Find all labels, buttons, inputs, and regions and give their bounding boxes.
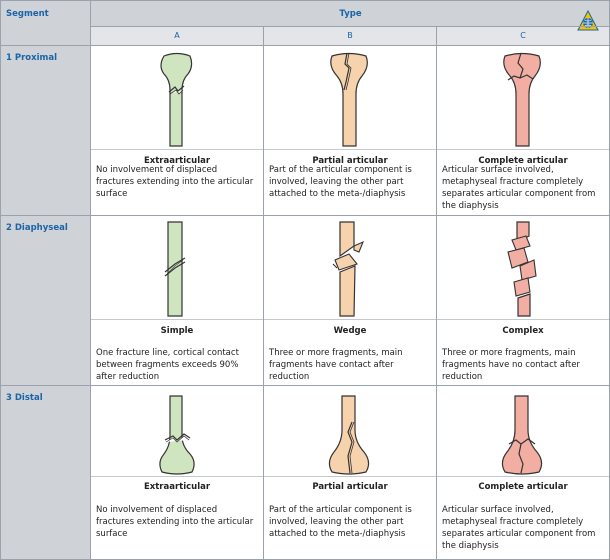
segment-label-distal: 3 Distal — [6, 393, 43, 403]
bone-diaphyseal-wedge — [332, 221, 365, 317]
cell-desc-diaphyseal-c: Three or more fragments, main fragments … — [442, 348, 580, 382]
bone-diaphyseal-simple — [164, 221, 186, 317]
cell-desc-distal-b: Part of the articular component is invol… — [269, 505, 412, 539]
bone-distal-partial-articular — [328, 395, 370, 475]
cell-desc-distal-c: Articular surface involved, metaphyseal … — [442, 505, 596, 551]
segment-label-diaphyseal: 2 Diaphyseal — [6, 223, 68, 233]
bone-proximal-extraarticular — [160, 52, 193, 147]
cell-desc-proximal-c: Articular surface involved, metaphyseal … — [442, 165, 596, 211]
ao-triangle-globe-icon — [577, 10, 599, 31]
segment-label-proximal: 1 Proximal — [6, 53, 58, 63]
segment-header-label: Segment — [6, 9, 49, 19]
cell-title-proximal-a: Extraarticular — [143, 156, 211, 166]
cell-desc-diaphyseal-a: One fracture line, cortical contact betw… — [96, 348, 239, 382]
bone-proximal-complete-articular — [503, 52, 541, 147]
column-label-b: B — [347, 31, 353, 40]
bone-diaphyseal-complex — [507, 221, 537, 317]
column-label-a: A — [174, 31, 180, 40]
segment-cell-diaphyseal — [0, 216, 90, 385]
cell-title-proximal-b: Partial articular — [312, 156, 388, 166]
cell-title-diaphyseal-c: Complex — [502, 326, 544, 336]
cell-title-distal-a: Extraarticular — [143, 482, 211, 492]
bone-proximal-partial-articular — [330, 52, 368, 147]
type-columns-header — [91, 27, 610, 45]
cell-title-diaphyseal-b: Wedge — [333, 326, 367, 336]
cell-title-distal-c: Complete articular — [478, 482, 568, 492]
cell-desc-distal-a: No involvement of displaced fractures ex… — [96, 505, 254, 539]
type-header-label: Type — [339, 9, 362, 19]
cell-title-distal-b: Partial articular — [312, 482, 388, 492]
cell-desc-proximal-b: Part of the articular component is invol… — [269, 165, 412, 199]
cell-title-proximal-c: Complete articular — [478, 156, 568, 166]
bone-distal-extraarticular — [159, 395, 195, 475]
cell-desc-diaphyseal-b: Three or more fragments, main fragments … — [269, 348, 403, 382]
segment-cell-distal — [0, 386, 90, 560]
bone-distal-complete-articular — [501, 395, 543, 475]
segment-header-cell — [0, 0, 90, 45]
column-label-c: C — [520, 31, 526, 40]
cell-title-diaphyseal-a: Simple — [160, 326, 194, 336]
segment-cell-proximal — [0, 46, 90, 215]
type-header-cell — [91, 0, 610, 26]
cell-desc-proximal-a: No involvement of displaced fractures ex… — [96, 165, 254, 199]
